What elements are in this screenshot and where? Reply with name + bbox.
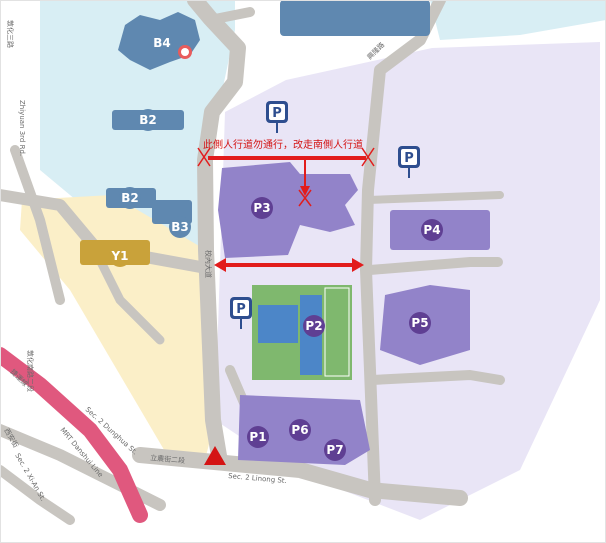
b3-label: B3 bbox=[171, 220, 189, 234]
b3-circle bbox=[169, 216, 191, 238]
p2-circle bbox=[303, 315, 325, 337]
arrow-left-icon bbox=[214, 258, 226, 272]
tennis-court-left bbox=[258, 305, 298, 343]
b2b-circle bbox=[119, 187, 141, 209]
building-labels: B4 B2 B2 B3 Y1 P1 P2 P3 P4 P5 P6 P7 bbox=[109, 32, 443, 461]
p5-circle bbox=[409, 312, 431, 334]
road-p4-link bbox=[364, 191, 504, 204]
building-top-shape bbox=[280, 0, 430, 36]
road-east-link bbox=[365, 257, 503, 275]
cross-middle-icon bbox=[298, 189, 312, 207]
street-zhiyuan-zh: 敦化三路 bbox=[6, 20, 15, 48]
basketball-court bbox=[324, 287, 350, 377]
parking-text: P bbox=[404, 151, 414, 166]
street-zhiyuan-en: Zhiyuan 3rd Rd. bbox=[18, 100, 26, 156]
entrance-triangle-icon bbox=[204, 446, 226, 465]
cross-right-icon bbox=[361, 147, 375, 167]
parking-icon: P bbox=[266, 101, 288, 133]
parking-icon: P bbox=[398, 146, 420, 178]
street-xiaozhi: 校內大道 bbox=[204, 250, 213, 278]
mrt-line bbox=[0, 347, 148, 523]
p1-label: P1 bbox=[249, 430, 266, 444]
p4-label: P4 bbox=[423, 223, 440, 237]
p7-label: P7 bbox=[326, 443, 343, 457]
arrow-down-icon bbox=[300, 186, 310, 196]
b4-circle bbox=[151, 32, 173, 54]
p5-label: P5 bbox=[411, 316, 428, 330]
road-network bbox=[0, 0, 505, 525]
b2a-circle bbox=[137, 109, 159, 131]
road-far-west bbox=[10, 145, 65, 305]
p7-circle bbox=[324, 439, 346, 461]
p4-circle bbox=[421, 219, 443, 241]
landmark-icon bbox=[178, 45, 192, 59]
parking-markers: P P P bbox=[230, 101, 420, 329]
building-p3-shape bbox=[218, 162, 358, 258]
road-east-vertical bbox=[360, 0, 446, 506]
road-main-vertical bbox=[187, 0, 246, 470]
road-inner-west bbox=[90, 245, 165, 345]
street-dunhua: 敦化南路二段 bbox=[26, 350, 35, 392]
p3-label: P3 bbox=[253, 201, 270, 215]
notice-text: 此側人行道勿通行，改走南側人行道 bbox=[203, 138, 363, 151]
b2b-label: B2 bbox=[121, 191, 139, 205]
street-linong-zh: 立農街二段 bbox=[150, 453, 186, 465]
p3-circle bbox=[251, 197, 273, 219]
b4-label: B4 bbox=[153, 36, 171, 50]
road-xian bbox=[0, 465, 75, 525]
p1-circle bbox=[247, 426, 269, 448]
road-south-east bbox=[367, 370, 505, 385]
b2a-label: B2 bbox=[139, 113, 157, 127]
p6-label: P6 bbox=[291, 423, 308, 437]
p6-circle bbox=[289, 419, 311, 441]
road-top bbox=[205, 7, 255, 25]
road-southwest bbox=[0, 424, 166, 511]
cross-left-icon bbox=[197, 147, 211, 167]
parking-text: P bbox=[272, 106, 282, 121]
parking-text: P bbox=[236, 302, 246, 317]
top-right-area bbox=[430, 0, 606, 40]
sports-courts bbox=[252, 285, 352, 380]
closure-notice: 此側人行道勿通行，改走南側人行道 bbox=[197, 138, 375, 272]
y1-circle bbox=[109, 245, 131, 267]
y1-label: Y1 bbox=[110, 249, 128, 263]
arrow-right-icon bbox=[352, 258, 364, 272]
parking-icon: P bbox=[230, 297, 252, 329]
p2-label: P2 bbox=[305, 319, 322, 333]
